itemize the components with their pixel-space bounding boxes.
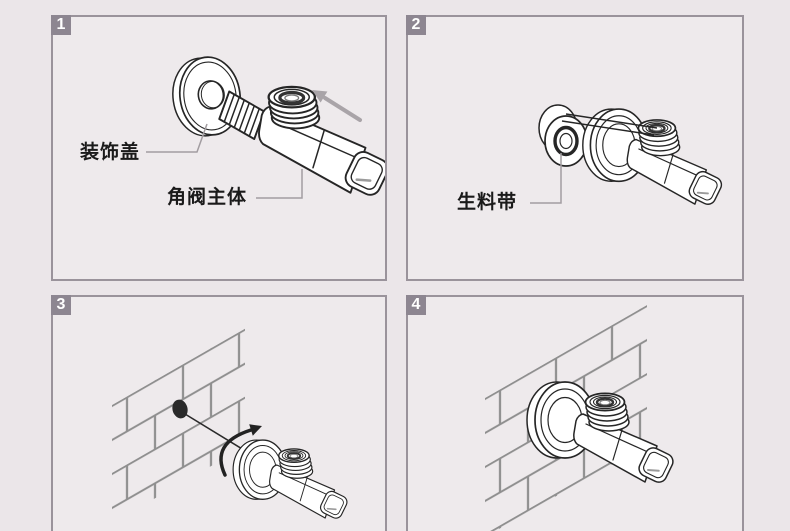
step-number-badge: 3 bbox=[51, 295, 71, 315]
step-panel-4: 4 bbox=[406, 295, 744, 531]
valve-with-cover-illustration bbox=[581, 107, 726, 208]
step-panel-3: 3 bbox=[51, 295, 387, 531]
valve-with-cover-illustration bbox=[232, 439, 350, 522]
label-decorative-cover: 装饰盖 bbox=[80, 141, 141, 163]
step-4-illustration bbox=[485, 305, 677, 531]
push-direction-arrow-icon bbox=[312, 90, 362, 122]
label-thread-seal-tape: 生料带 bbox=[457, 191, 518, 213]
step-panel-2: 2 生料带 bbox=[406, 15, 744, 281]
leader-line-cover bbox=[146, 123, 208, 153]
leader-line-tape bbox=[530, 153, 562, 204]
step-number-badge: 2 bbox=[406, 15, 426, 35]
step-number-badge: 4 bbox=[406, 295, 426, 315]
step-1-illustration bbox=[146, 56, 385, 200]
step-panel-1: 1 装饰盖 角阀主体 bbox=[51, 15, 387, 281]
label-valve-body: 角阀主体 bbox=[167, 186, 248, 208]
tape-roll-illustration bbox=[538, 104, 588, 167]
step-2-illustration bbox=[530, 104, 726, 208]
rotation-arrow-icon bbox=[219, 424, 262, 477]
step-3-illustration bbox=[112, 328, 350, 523]
leader-line-valve-body bbox=[256, 169, 303, 199]
wall-hole-dot bbox=[172, 399, 188, 419]
step-number-badge: 1 bbox=[51, 15, 71, 35]
brick-wall-illustration bbox=[112, 328, 245, 523]
tape-strip bbox=[561, 113, 658, 136]
